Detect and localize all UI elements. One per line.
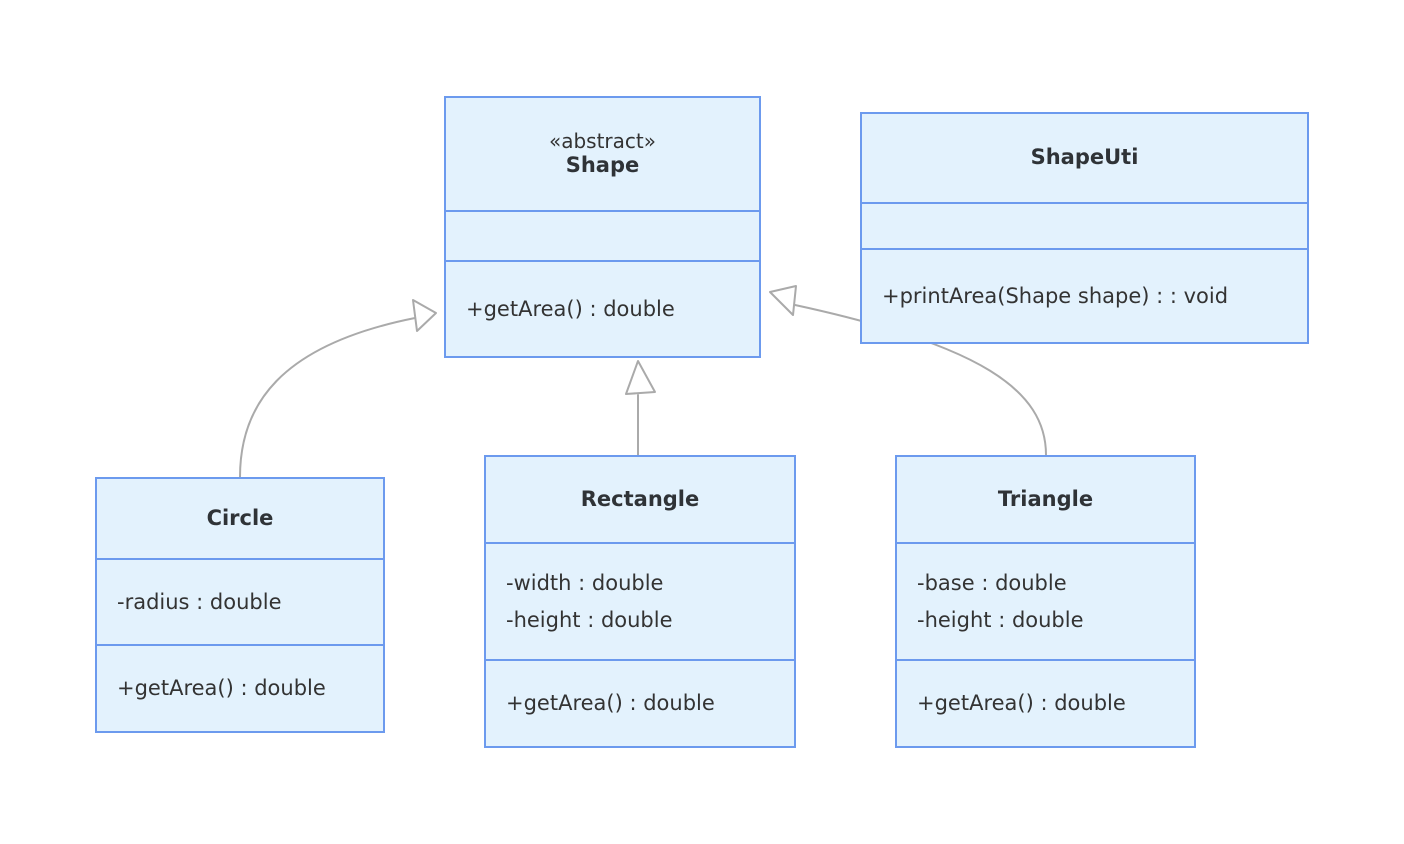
edge-circle-to-shape (239, 299, 437, 478)
section-divider (97, 558, 383, 560)
class-attributes-circle: -radius : double (97, 560, 383, 644)
class-name: Rectangle (580, 486, 700, 511)
class-name: Triangle (997, 486, 1094, 511)
class-stereotype: «abstract» (548, 129, 656, 154)
section-divider (862, 202, 1307, 205)
edge-rectangle-to-shape (625, 360, 656, 456)
class-member: -height : double (506, 607, 673, 632)
hollow-triangle-arrowhead-icon (412, 299, 437, 332)
class-header-rectangle: Rectangle (486, 457, 794, 542)
class-box-circle[interactable]: Circle -radius : double +getArea() : dou… (95, 477, 385, 733)
class-attributes-shapeutil (862, 204, 1307, 248)
class-name: Shape (565, 153, 640, 178)
class-header-triangle: Triangle (897, 457, 1194, 542)
hollow-triangle-arrowhead-icon (769, 285, 797, 316)
class-operations-circle: +getArea() : double (97, 646, 383, 731)
class-member: -base : double (917, 571, 1067, 596)
class-attributes-shape (446, 212, 759, 260)
class-operations-rectangle: +getArea() : double (486, 661, 794, 746)
class-member: +getArea() : double (466, 296, 675, 321)
class-operations-shape: +getArea() : double (446, 262, 759, 356)
class-name: Circle (206, 505, 274, 530)
section-divider (486, 542, 794, 544)
class-operations-shapeutil: +printArea(Shape shape) : : void (862, 250, 1307, 342)
class-name: ShapeUti (1030, 145, 1139, 170)
class-box-rectangle[interactable]: Rectangle -width : double -height : doub… (484, 455, 796, 748)
section-divider (897, 542, 1194, 544)
section-divider (97, 644, 383, 646)
class-member: +getArea() : double (917, 691, 1126, 716)
class-member: +getArea() : double (506, 691, 715, 716)
class-header-shapeutil: ShapeUti (862, 114, 1307, 202)
section-divider (897, 659, 1194, 661)
section-divider (446, 210, 759, 213)
class-operations-triangle: +getArea() : double (897, 661, 1194, 746)
section-divider (486, 659, 794, 661)
class-box-triangle[interactable]: Triangle -base : double -height : double… (895, 455, 1196, 748)
class-member: -width : double (506, 571, 664, 596)
class-member: +getArea() : double (117, 676, 326, 701)
class-member: -radius : double (117, 589, 282, 614)
class-attributes-rectangle: -width : double -height : double (486, 544, 794, 659)
hollow-triangle-arrowhead-icon (625, 360, 656, 395)
class-box-shapeutil[interactable]: ShapeUti +printArea(Shape shape) : : voi… (860, 112, 1309, 344)
section-divider (446, 259, 759, 262)
class-box-shape[interactable]: «abstract» Shape +getArea() : double (444, 96, 761, 358)
class-attributes-triangle: -base : double -height : double (897, 544, 1194, 659)
class-member: -height : double (917, 607, 1084, 632)
class-member: +printArea(Shape shape) : : void (882, 283, 1229, 308)
class-header-circle: Circle (97, 479, 383, 558)
class-header-shape: «abstract» Shape (446, 98, 759, 210)
section-divider (862, 247, 1307, 250)
